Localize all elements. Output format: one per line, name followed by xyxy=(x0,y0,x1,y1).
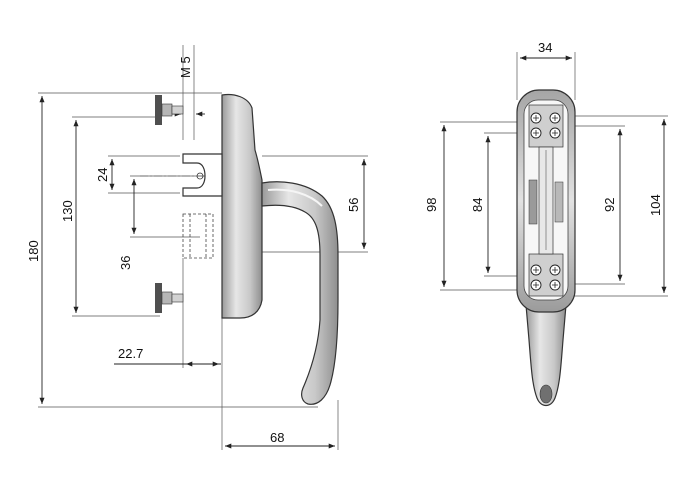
dim-total-height-label: 180 xyxy=(26,240,41,262)
lever-highlight xyxy=(267,188,323,207)
front-view: 34 98 84 92 104 xyxy=(424,40,668,407)
screw-bottom xyxy=(155,283,184,313)
dim-handle-reach-label: 68 xyxy=(270,430,284,445)
dim-outer-height-label: 98 xyxy=(424,198,439,212)
dim-handle-height-label: 56 xyxy=(346,198,361,212)
dim-inner-height-label: 84 xyxy=(470,198,485,212)
side-view: M 5 180 130 24 36 56 22.7 68 xyxy=(26,45,368,450)
dim-bolt-spacing-label: 130 xyxy=(60,200,75,222)
fixing-slot xyxy=(182,153,223,197)
dim-slot-height-label: 24 xyxy=(95,168,110,182)
dim-body-height-label: 104 xyxy=(648,194,663,216)
dim-spindle-offset-label: 36 xyxy=(118,256,133,270)
handle-base-plate xyxy=(221,93,263,319)
extension-lines xyxy=(38,45,368,450)
spindle-hidden xyxy=(182,213,214,259)
spindle-hole xyxy=(196,172,204,180)
front-lever-tip xyxy=(539,384,553,404)
dim-mid-height-label: 92 xyxy=(602,198,617,212)
dim-width-label: 34 xyxy=(538,40,552,55)
dimension-lines xyxy=(39,96,367,449)
front-screws xyxy=(530,112,561,291)
front-dimension-lines xyxy=(441,55,667,293)
handle-lever xyxy=(261,181,339,405)
dim-left-offset-label: 22.7 xyxy=(118,346,143,361)
dim-thread-label: M 5 xyxy=(178,56,193,78)
screw-top xyxy=(155,95,184,125)
front-lever xyxy=(525,304,567,407)
